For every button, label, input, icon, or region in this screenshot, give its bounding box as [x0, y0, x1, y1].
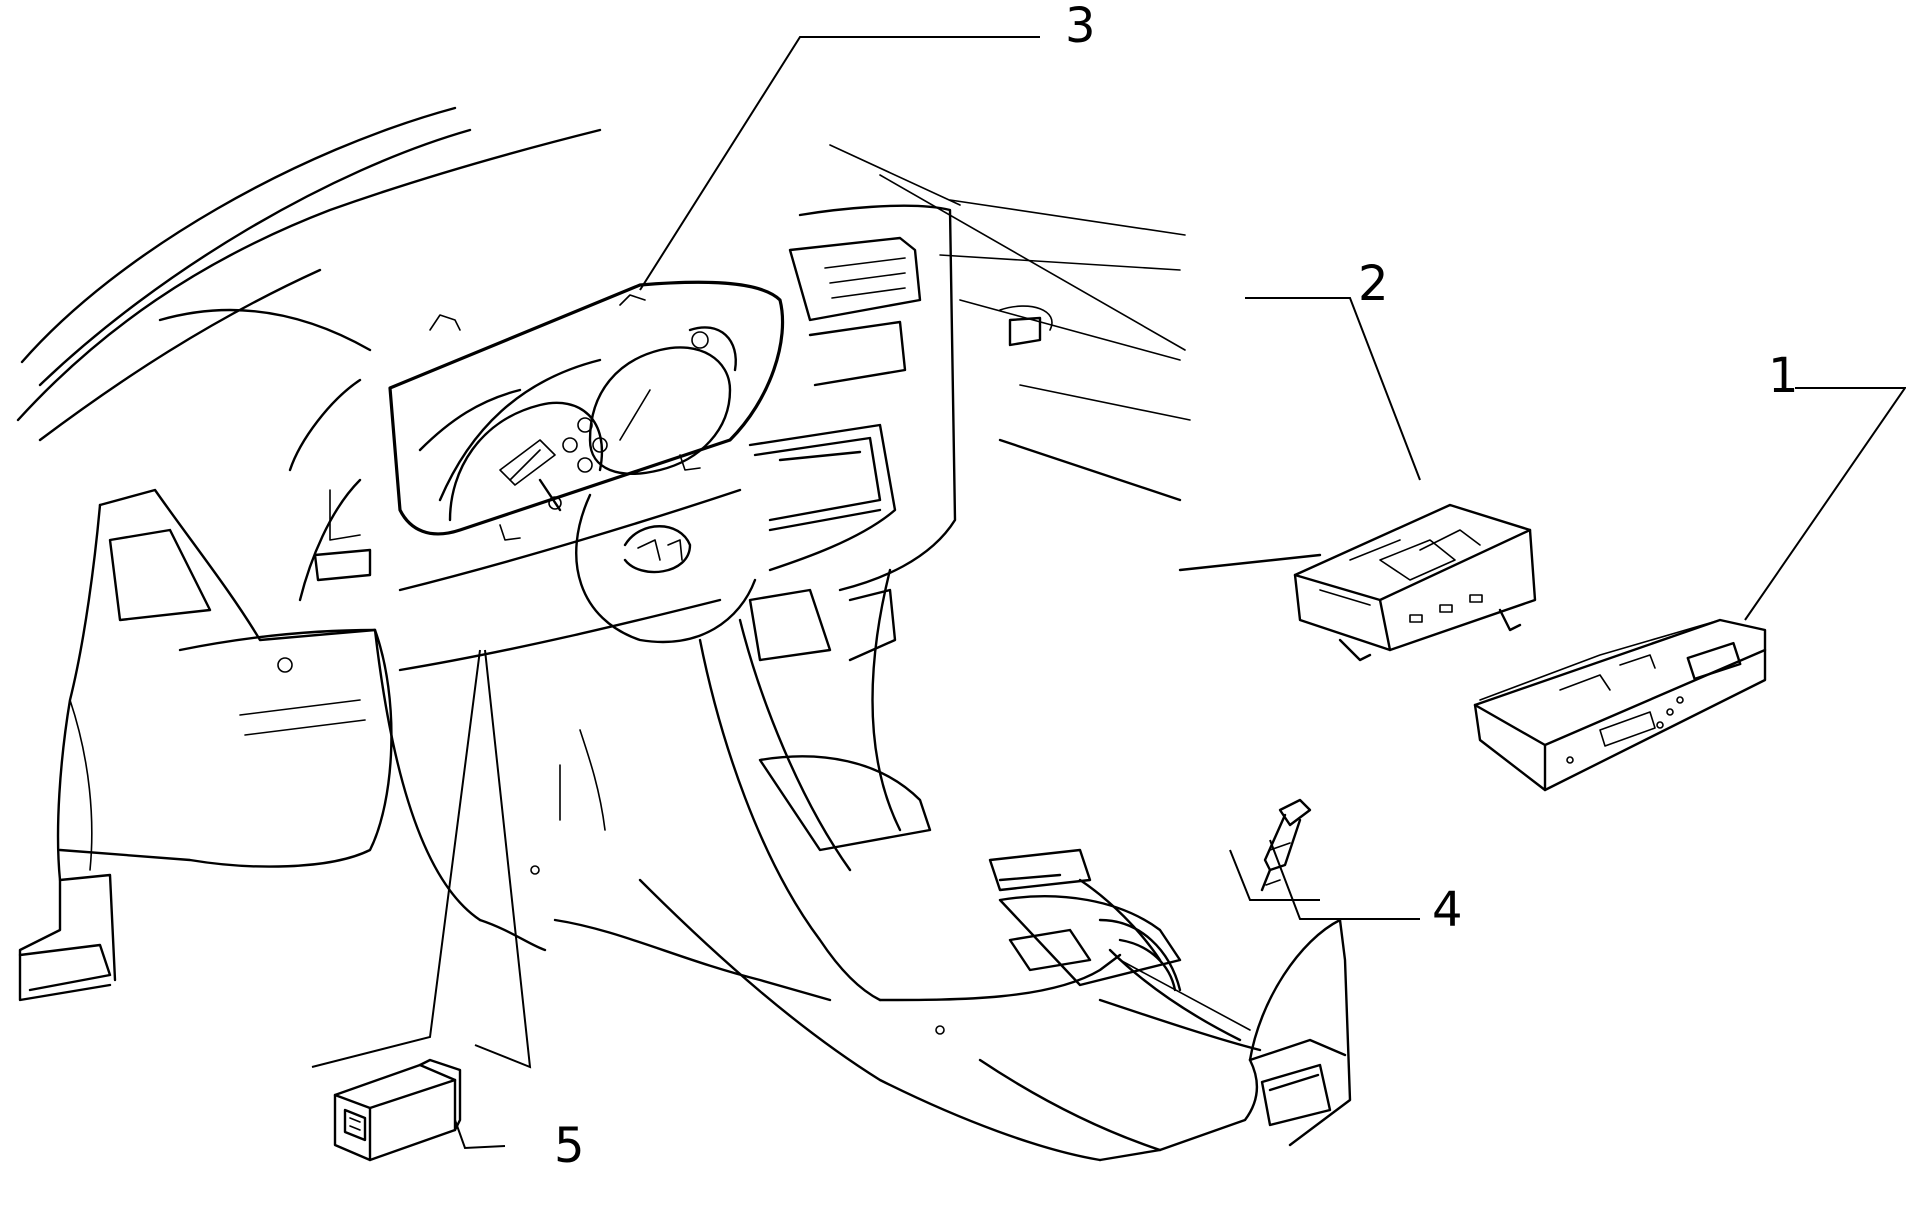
leader-4 [1269, 839, 1420, 920]
leader-1 [1744, 387, 1906, 621]
callout-1: 1 [1768, 348, 1799, 404]
callout-labels: 1 2 3 4 5 [554, 0, 1799, 1174]
leader-5b [311, 649, 481, 1068]
leader-2 [1245, 297, 1421, 481]
dashboard-top-lines [16, 106, 1322, 572]
leader-5 [454, 1119, 506, 1150]
callout-5: 5 [554, 1118, 585, 1174]
left-side-panel [18, 378, 393, 1002]
callout-4: 4 [1432, 882, 1463, 938]
leader-5c [474, 649, 532, 1069]
instrument-cluster [388, 280, 785, 541]
connector-part [1260, 798, 1312, 892]
switch-unit [1293, 503, 1537, 662]
callout-3: 3 [1065, 0, 1096, 54]
leader-lines [311, 36, 1906, 1150]
clock-unit [1473, 618, 1767, 792]
leader-4b [1229, 849, 1320, 901]
small-switch [333, 1058, 462, 1162]
dashboard-body [373, 204, 1352, 1162]
leader-3 [639, 36, 1040, 291]
callout-2: 2 [1358, 256, 1389, 312]
